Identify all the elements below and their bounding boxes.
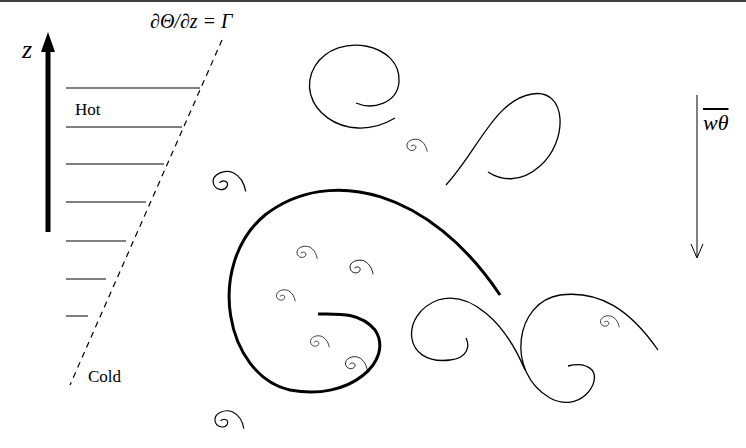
- axis-label: z: [22, 36, 32, 65]
- hot-label: Hot: [75, 101, 101, 120]
- top-rule: [0, 0, 746, 2]
- small-eddies: [213, 139, 619, 428]
- z-axis-arrow: [41, 32, 55, 232]
- gradient-line: [70, 40, 222, 385]
- gradient-formula: ∂Θ/∂z = Γ: [150, 10, 232, 32]
- isotherm-lines: [66, 88, 200, 316]
- flux-label: wθ: [703, 111, 728, 135]
- flux-arrow: [691, 95, 703, 258]
- cold-label: Cold: [88, 368, 121, 387]
- eddies: [229, 45, 658, 402]
